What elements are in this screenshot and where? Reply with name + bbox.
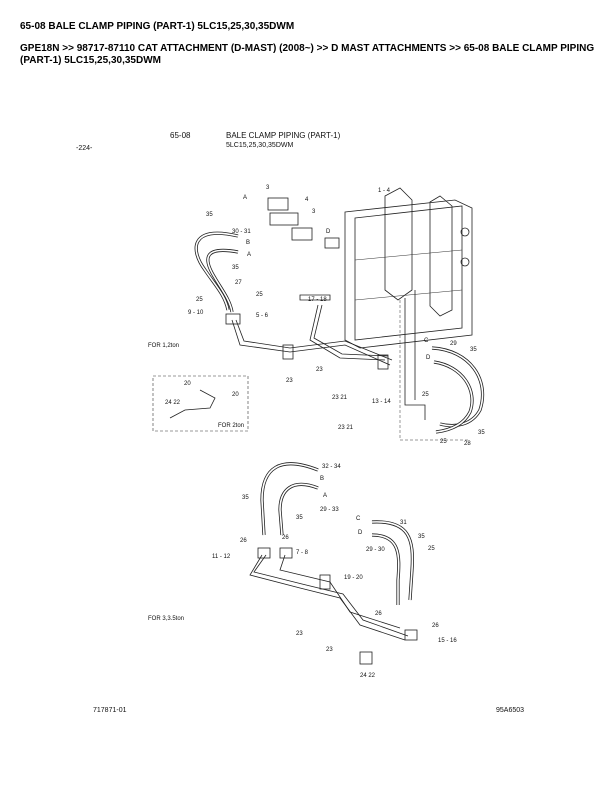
- carriage-frame: [344, 187, 473, 349]
- callout: C: [424, 338, 429, 344]
- callout: 23 21: [332, 395, 348, 401]
- callout: 26: [282, 535, 289, 541]
- callout: 35: [296, 515, 303, 521]
- callout: 24 22: [165, 400, 181, 406]
- page-number: -224-: [76, 145, 93, 152]
- callout: 20: [184, 381, 191, 387]
- callout: 32 - 34: [322, 464, 341, 470]
- callout: 9 - 10: [188, 310, 204, 316]
- callout: 35: [418, 534, 425, 540]
- valve-blocks: [267, 197, 340, 249]
- callout: D: [426, 355, 431, 361]
- inset-pipe: [169, 389, 216, 419]
- callout: 35: [470, 347, 477, 353]
- callout: 17 - 18: [308, 297, 327, 303]
- pipes-lower: [249, 547, 418, 665]
- callout: 26: [240, 538, 247, 544]
- callout: A: [247, 252, 251, 258]
- callout: 13 - 14: [372, 399, 391, 405]
- callout: 29: [450, 341, 457, 347]
- callout: 23: [286, 378, 293, 384]
- callout: 23: [296, 631, 303, 637]
- callout: 3: [266, 185, 270, 191]
- callout: D: [326, 229, 331, 235]
- callout: 30 - 31: [232, 229, 251, 235]
- callout: 23 21: [338, 425, 354, 431]
- callouts: 1 - 4 35 30 - 31 B A 35 27 25 25 9 - 10 …: [165, 185, 485, 679]
- page-title: 65-08 BALE CLAMP PIPING (PART-1) 5LC15,2…: [20, 21, 295, 32]
- callout: 31: [400, 520, 407, 526]
- leader-dashed: [399, 300, 470, 441]
- callout: B: [320, 476, 324, 482]
- callout: 4: [305, 197, 309, 203]
- callout: 11 - 12: [212, 554, 231, 560]
- note-2ton: FOR 2ton: [218, 423, 244, 429]
- callout: 5 - 6: [256, 313, 269, 319]
- callout: 7 - 8: [296, 550, 309, 556]
- hoses-lower: [260, 462, 414, 605]
- model-label: 5LC15,25,30,35DWM: [226, 142, 293, 149]
- hoses-upper: [194, 231, 485, 434]
- callout: A: [323, 493, 327, 499]
- callout: 25: [196, 297, 203, 303]
- callout: 23: [316, 367, 323, 373]
- callout: 23: [326, 647, 333, 653]
- callout: 19 - 20: [344, 575, 363, 581]
- callout: 24 22: [360, 673, 376, 679]
- breadcrumb: GPE18N >> 98717-87110 CAT ATTACHMENT (D-…: [20, 43, 595, 66]
- pipes-upper: [225, 290, 426, 420]
- section-code: 65-08: [170, 131, 191, 140]
- callout: 25: [422, 392, 429, 398]
- callout: 35: [478, 430, 485, 436]
- drawing-number: 717871-01: [93, 707, 127, 714]
- callout: 3: [312, 209, 316, 215]
- callout: 20: [232, 392, 239, 398]
- callout: 25: [428, 546, 435, 552]
- callout: 29 - 33: [320, 507, 339, 513]
- note-1-2ton: FOR 1,2ton: [148, 343, 179, 349]
- callout: 25: [440, 439, 447, 445]
- callout: 35: [232, 265, 239, 271]
- callout: C: [356, 516, 361, 522]
- callout: 1 - 4: [378, 188, 391, 194]
- callout: 28: [464, 441, 471, 447]
- section-title: BALE CLAMP PIPING (PART-1): [226, 131, 341, 140]
- callout: 35: [206, 212, 213, 218]
- callout: 26: [375, 611, 382, 617]
- figure-number: 95A6503: [496, 707, 524, 714]
- callout: 35: [242, 495, 249, 501]
- callout: A: [243, 195, 247, 201]
- callout: 29 - 30: [366, 547, 385, 553]
- note-3-3.5ton: FOR 3,3.5ton: [148, 616, 184, 622]
- inset-box-2ton: [152, 375, 249, 432]
- callout: 26: [432, 623, 439, 629]
- callout: 25: [256, 292, 263, 298]
- callout: 15 - 16: [438, 638, 457, 644]
- callout: B: [246, 240, 250, 246]
- callout: D: [358, 530, 363, 536]
- callout: 27: [235, 280, 242, 286]
